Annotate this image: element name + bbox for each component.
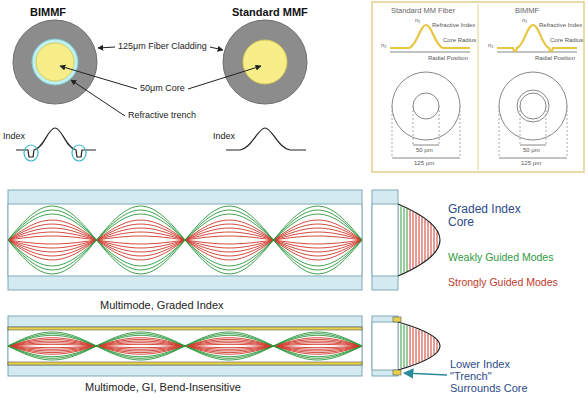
profile-panel — [372, 2, 584, 172]
panel-title: BIMMF — [515, 7, 539, 15]
standard-mmf-cross-section — [223, 20, 307, 104]
bend-insensitive-end-view — [372, 316, 447, 376]
panel-standard — [390, 25, 470, 158]
mode-bar — [413, 328, 414, 365]
fiber-caption: Multimode, GI, Bend-Insensitive — [85, 381, 241, 393]
axis-label: Refractive Index — [539, 22, 582, 29]
fiber-title: BIMMF — [30, 6, 66, 18]
dimension-label: 125μm Fiber Cladding — [118, 42, 207, 52]
mode-bar — [422, 331, 423, 361]
mode-bar — [425, 332, 426, 359]
panel-bimmf — [497, 25, 577, 158]
mode-bar — [431, 335, 432, 356]
axis-label: Index — [213, 132, 235, 142]
dimension-label: 50 μm — [416, 147, 433, 154]
mode-ray — [8, 332, 362, 360]
bend-insensitive-fiber — [8, 316, 362, 376]
axis-label: n₁ — [522, 17, 527, 24]
graded-index-fiber — [8, 190, 362, 290]
mode-bar — [437, 231, 438, 250]
mode-bar — [431, 224, 432, 256]
index-profile-bimmf — [16, 128, 96, 161]
mode-bar — [416, 329, 417, 364]
mode-label: Weakly Guided Modes — [448, 252, 553, 264]
dimension-label: 50μm Core — [140, 84, 185, 94]
fiber-caption: Multimode, Graded Index — [100, 299, 224, 311]
mode-bar — [401, 324, 402, 368]
axis-label: Index — [3, 132, 25, 142]
mode-bar — [434, 337, 435, 354]
axis-label: n₂ — [381, 42, 387, 49]
panel-title: Standard MM Fiber — [391, 7, 455, 15]
mode-ray — [8, 206, 362, 274]
axis-label: Core Radius — [443, 37, 476, 44]
part-label: Graded Index Core — [448, 203, 533, 229]
part-label: Lower Index "Trench" Surrounds Core — [450, 358, 542, 394]
leader-lines — [60, 47, 261, 116]
mode-bar — [404, 208, 405, 273]
index-profile-standard — [226, 128, 306, 150]
mode-bar — [434, 227, 435, 253]
fiber-title: Standard MMF — [232, 6, 308, 18]
mode-bar — [413, 212, 414, 268]
mode-bar — [422, 217, 423, 263]
mode-ray — [8, 206, 362, 274]
axis-label: Radial Position — [428, 55, 468, 62]
graded-index-end-view — [372, 190, 440, 290]
mode-bar — [416, 214, 417, 267]
mode-bar — [425, 219, 426, 261]
bimmf-cross-section — [13, 20, 97, 104]
mode-bar — [419, 215, 420, 264]
mode-bar — [437, 340, 438, 352]
mode-bar — [410, 210, 411, 269]
mode-bar — [428, 221, 429, 258]
mode-bar — [407, 209, 408, 271]
dimension-label: 125 μm — [521, 160, 541, 167]
dimension-label: 125 μm — [414, 160, 434, 167]
mode-bar — [407, 326, 408, 367]
mode-bar — [428, 334, 429, 359]
part-label: Refractive trench — [128, 111, 196, 121]
axis-label: Radial Position — [535, 55, 575, 62]
mode-bar — [419, 330, 420, 363]
mode-ray — [8, 332, 362, 360]
axis-label: n₂ — [488, 42, 494, 49]
dimension-label: 50 μm — [523, 147, 540, 154]
mode-bar — [404, 325, 405, 368]
axis-label: Refractive Index — [432, 22, 475, 29]
mode-bar — [401, 206, 402, 273]
mode-label: Strongly Guided Modes — [448, 277, 558, 289]
axis-label: Core Radius — [550, 37, 583, 44]
mode-bar — [410, 327, 411, 366]
axis-label: n₁ — [415, 17, 420, 24]
